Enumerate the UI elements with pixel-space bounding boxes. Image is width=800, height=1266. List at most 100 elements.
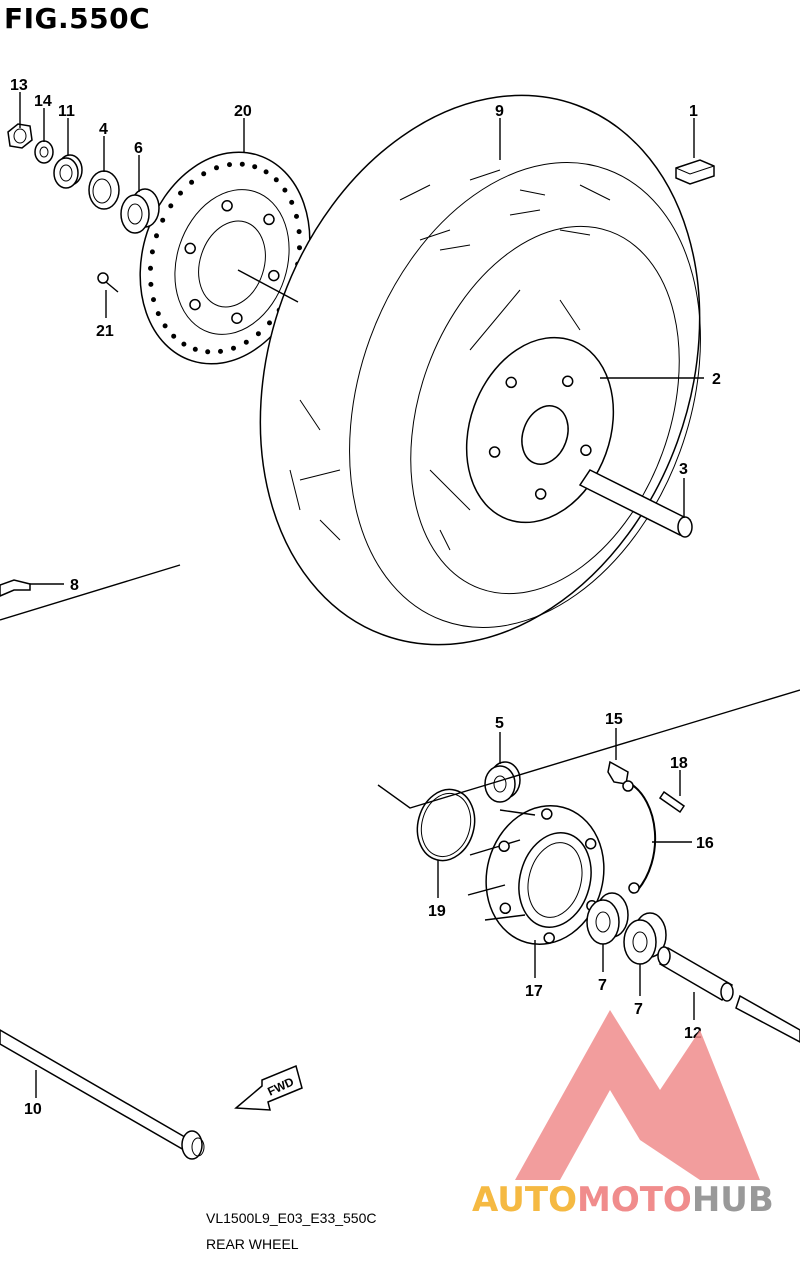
callout-1: 1 [689,103,698,120]
disc-hole [294,213,299,219]
hub-bolt [534,488,547,500]
callout-2: 2 [712,371,721,388]
watermark-auto: AUTO [472,1180,577,1220]
disc-hole [231,345,236,351]
automotohub-logo [515,1010,760,1180]
callout-4: 4 [99,121,108,138]
axle-thread [735,994,800,1043]
callout-6: 6 [134,140,143,157]
callout-10: 10 [24,1101,42,1118]
disc-hole [289,199,295,205]
callout-13: 13 [10,77,28,94]
bracket-lines [0,564,800,809]
valve-stem [0,579,31,597]
bearing-7b [623,912,667,965]
callout-9: 9 [495,103,504,120]
axle-spacer [578,469,693,538]
bearing-7a [586,892,629,945]
drum-stud [541,808,553,820]
disc-hole [267,320,272,326]
disc-mount-hole [184,242,196,255]
callout-17: 17 [525,983,543,1000]
disc-hole [273,177,279,183]
disc-hole [296,229,302,235]
drum-stud [584,837,597,850]
axle-nut [7,123,33,149]
callout-16: 16 [696,835,714,852]
disc-hole [218,348,223,354]
callout-7b: 7 [634,1001,643,1018]
disc-hole [201,171,207,177]
rear-wheel-rim [429,289,615,551]
disc-hole [151,297,156,303]
disc-hole [214,165,219,171]
hub-bolt [561,375,574,388]
callout-20: 20 [234,103,252,120]
disc-mount-hole [221,200,233,212]
disc-hole [227,162,232,168]
callout-18: 18 [670,755,688,772]
callout-11: 11 [58,103,75,120]
rear-axle [0,1029,205,1160]
disc-hole [189,179,195,185]
fwd-arrow: FWD [234,1064,303,1111]
callout-8: 8 [70,577,79,594]
center-spacer [657,946,734,1002]
drum-stud [543,932,555,944]
disc-hole [171,333,177,339]
callout-3: 3 [679,461,688,478]
disc-hole [282,187,288,193]
disc-hole [192,346,198,352]
callout-7a: 7 [598,977,607,994]
disc-hole [239,161,245,167]
disc-hole [205,349,211,355]
disc-hole [168,203,174,209]
watermark-moto: MOTO [576,1180,692,1220]
callout-labels: 13 14 11 4 6 20 9 1 21 2 3 8 5 15 18 16 … [10,77,721,1118]
callout-5: 5 [495,715,504,732]
disc-hole [154,233,159,239]
balancer-weight [675,159,715,185]
disc-mount-hole [189,298,201,311]
disc-hole [178,190,183,196]
disc-hole [297,245,302,251]
sprocket-mounting-drum [467,804,605,946]
disc-hole [263,169,269,175]
figure-title: FIG.550C [4,2,151,35]
callout-15: 15 [605,711,623,728]
figure-subtitle: REAR WHEEL [206,1236,299,1252]
disc-hole [160,217,166,223]
watermark-text: AUTOMOTOHUB [472,1180,774,1220]
collar [53,154,83,189]
disc-hole [252,164,258,170]
disc-hole [155,311,161,317]
callout-19: 19 [428,903,446,920]
oil-seal [88,170,120,210]
rear-tire [259,94,701,646]
hub-bolt [505,376,517,389]
o-ring [416,788,476,862]
model-code: VL1500L9_E03_E33_550C [206,1210,377,1226]
hub-bolt [488,446,501,458]
washer [34,140,54,164]
disc-mount-hole [268,269,280,282]
drum-stud [498,840,510,853]
disc-mount-hole [263,213,275,226]
bearing-5 [484,761,521,803]
callout-21: 21 [96,323,114,340]
retainer-bolt [658,790,686,814]
bearing-6 [120,188,160,234]
callout-14: 14 [34,93,52,110]
leader-lines [19,92,704,1098]
disc-mount-hole [231,312,243,324]
disc-hole [148,265,153,271]
retainer-ring [622,780,657,894]
disc-hole [148,281,154,287]
drum-stud [499,902,512,915]
lock-plate [607,760,629,785]
disc-hole [181,341,187,347]
disc-hole [162,323,168,329]
watermark-hub: HUB [691,1180,774,1220]
